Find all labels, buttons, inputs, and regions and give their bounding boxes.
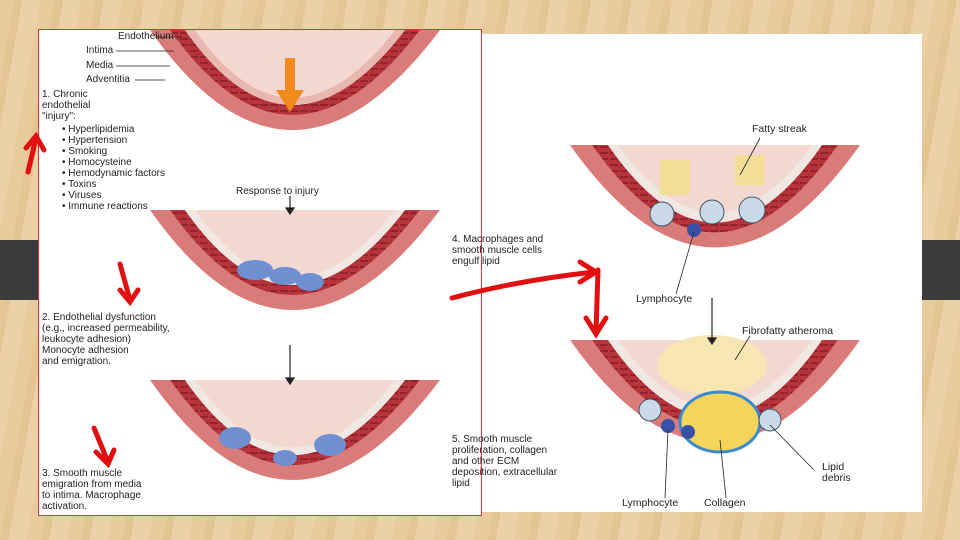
- step1-list: • Hyperlipidemia• Hypertension• Smoking•…: [62, 124, 165, 212]
- step1-list-item: • Homocysteine: [62, 157, 165, 168]
- step1-list-item: • Immune reactions: [62, 201, 165, 212]
- label-lipid-debris: Lipid debris: [822, 462, 851, 484]
- step1-title: 1. Chronic endothelial "injury":: [42, 89, 90, 122]
- step1-list-item: • Viruses: [62, 190, 165, 201]
- label-endothelium: Endothelium: [118, 31, 174, 42]
- vessel-emigration: [150, 380, 440, 480]
- vessel-dysfunction: [150, 210, 440, 310]
- label-adventitia: Adventitia: [86, 74, 130, 85]
- step1-list-item: • Smoking: [62, 146, 165, 157]
- step1-list-item: • Toxins: [62, 179, 165, 190]
- step3-text: 3. Smooth muscle emigration from media t…: [42, 468, 141, 512]
- label-fibrofatty-atheroma: Fibrofatty atheroma: [742, 326, 833, 337]
- label-collagen: Collagen: [704, 498, 745, 509]
- label-lymphocyte-2: Lymphocyte: [622, 498, 678, 509]
- step5-text: 5. Smooth muscle proliferation, collagen…: [452, 434, 557, 489]
- step1-list-item: • Hemodynamic factors: [62, 168, 165, 179]
- step1-list-item: • Hyperlipidemia: [62, 124, 165, 135]
- step1-list-item: • Hypertension: [62, 135, 165, 146]
- label-fatty-streak: Fatty streak: [752, 124, 807, 135]
- vessel-atheroma: [570, 335, 860, 452]
- response-label: Response to injury: [236, 186, 319, 197]
- label-media: Media: [86, 60, 113, 71]
- step4-text: 4. Macrophages and smooth muscle cells e…: [452, 234, 543, 267]
- label-intima: Intima: [86, 45, 113, 56]
- step2-text: 2. Endothelial dysfunction (e.g., increa…: [42, 312, 170, 367]
- vessel-fatty-streak: [570, 145, 860, 248]
- label-lymphocyte-1: Lymphocyte: [636, 294, 692, 305]
